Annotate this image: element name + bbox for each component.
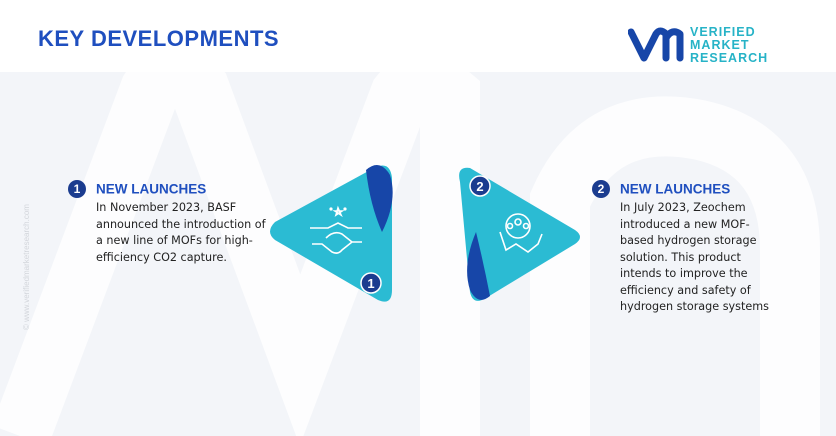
development-text: In July 2023, Zeochem introduced a new M… bbox=[620, 201, 769, 314]
development-heading: NEW LAUNCHES bbox=[96, 181, 207, 197]
vmr-logo bbox=[627, 24, 688, 69]
badge-1-label: 1 bbox=[367, 276, 374, 291]
logo-text: VERIFIED MARKET RESEARCH bbox=[690, 26, 768, 65]
development-text: In November 2023, BASF announced the int… bbox=[96, 201, 266, 264]
number-badge: 2 bbox=[592, 180, 610, 198]
development-1: 1 NEW LAUNCHES In November 2023, BASF ann… bbox=[68, 180, 268, 266]
page-title: KEY DEVELOPMENTS bbox=[38, 26, 280, 51]
badge-2-label: 2 bbox=[476, 179, 483, 194]
development-heading: NEW LAUNCHES bbox=[620, 181, 731, 197]
badge-2 bbox=[469, 175, 491, 197]
vmr-logo-mark-icon bbox=[627, 27, 684, 62]
logo-line-3: RESEARCH bbox=[690, 51, 769, 65]
team-handshake-gear-icon bbox=[499, 213, 543, 253]
triangle-1: 1 bbox=[270, 165, 393, 302]
number-badge: 1 bbox=[68, 180, 86, 198]
badge-1 bbox=[360, 272, 382, 294]
handshake-star-icon bbox=[310, 205, 362, 254]
logo-line-2: MARKET bbox=[690, 38, 750, 52]
triangle-2: 2 bbox=[459, 167, 580, 301]
development-2: 2 NEW LAUNCHES In July 2023, Zeochem intr… bbox=[592, 180, 782, 316]
logo-line-1: VERIFIED bbox=[690, 25, 756, 39]
